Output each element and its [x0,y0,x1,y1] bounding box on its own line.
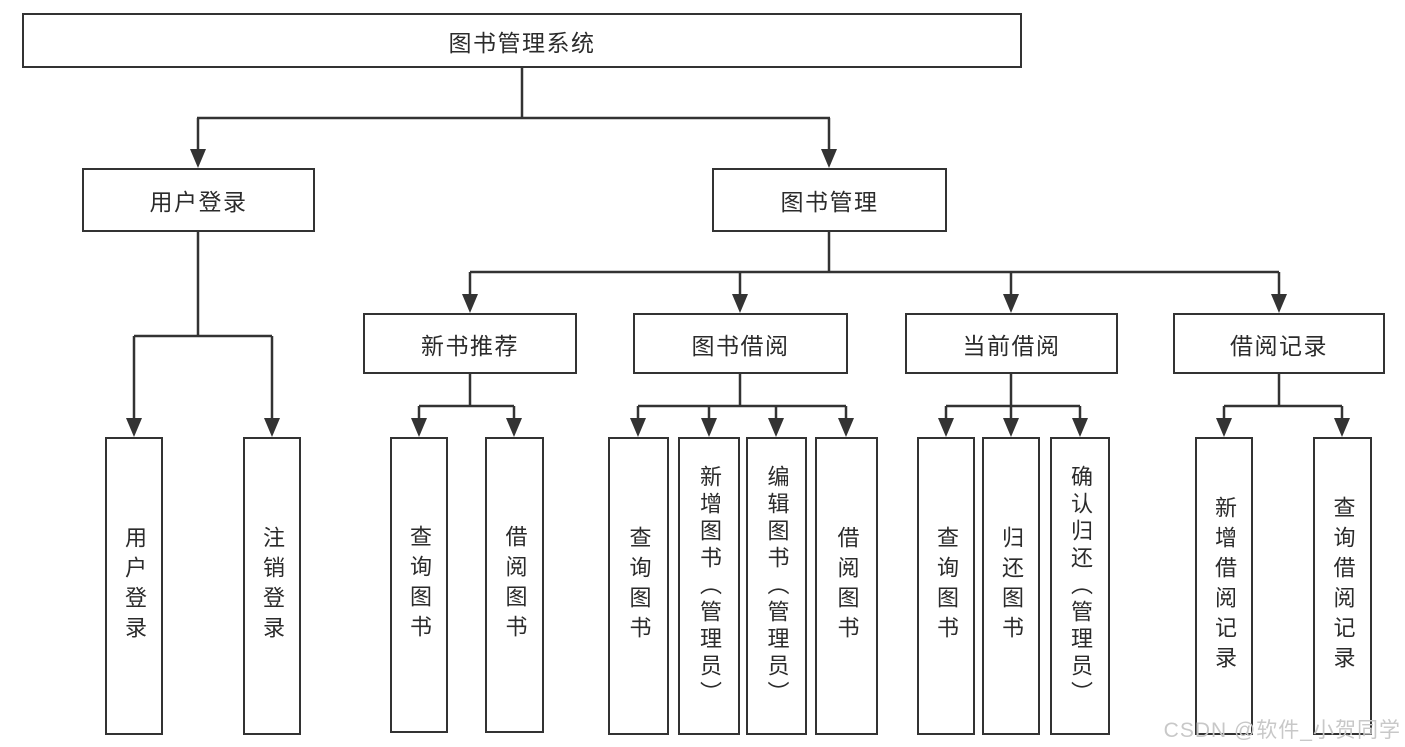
arrowhead [1003,294,1019,313]
arrowhead [190,149,206,168]
node-label: 当前借阅 [962,332,1061,359]
node-label: 图书管理系统 [448,29,596,56]
arrowhead [264,418,280,437]
node-label: 注销登录 [260,526,285,646]
arrowhead [732,294,748,313]
csdn-watermark: CSDN @软件_小贺同学 [1163,719,1401,742]
arrowhead [1334,418,1350,437]
connector-user-login-to-children [126,232,280,437]
node-label: 用户登录 [149,189,248,215]
connector-borrowing-records-to-children [1216,374,1350,437]
arrowhead [838,418,854,437]
leaf-borrow-books-borrowing: 借阅图书 [815,437,878,735]
leaf-return-books: 归还图书 [982,437,1040,735]
node-label: 新书推荐 [421,332,519,359]
node-label: 确认归还（管理员） [1068,464,1093,708]
arrowhead [126,418,142,437]
node-new-book-recommend: 新书推荐 [363,313,577,374]
leaf-query-borrow-record: 查询借阅记录 [1313,437,1372,735]
arrowhead [768,418,784,437]
node-book-borrowing: 图书借阅 [633,313,848,374]
arrowhead [1003,418,1019,437]
node-label: 查询图书 [934,526,959,646]
connector-book-borrowing-to-children [630,374,854,437]
node-label: 图书管理 [780,189,879,215]
arrowhead [1271,294,1287,313]
node-label: 图书借阅 [691,332,790,359]
arrowhead [1216,418,1232,437]
leaf-edit-books-admin: 编辑图书（管理员） [746,437,807,735]
connector-root-to-level2 [190,68,837,168]
arrowhead [1072,418,1088,437]
node-label: 用户登录 [122,526,147,646]
leaf-borrow-books-recommend: 借阅图书 [485,437,544,733]
leaf-add-borrow-record: 新增借阅记录 [1195,437,1253,735]
arrowhead [701,418,717,437]
arrowhead [630,418,646,437]
arrowhead [506,418,522,437]
connector-book-management-to-level3 [462,232,1287,313]
leaf-query-books-borrowing: 查询图书 [608,437,669,735]
arrowhead [411,418,427,437]
node-label: 新增图书（管理员） [697,464,722,708]
leaf-confirm-return-admin: 确认归还（管理员） [1050,437,1110,735]
arrowhead [821,149,837,168]
node-label: 借阅图书 [502,525,528,645]
node-label: 借阅记录 [1230,332,1328,359]
leaf-user-login: 用户登录 [105,437,163,735]
node-borrowing-records: 借阅记录 [1173,313,1385,374]
node-label: 查询图书 [407,525,432,645]
connector-current-borrowing-to-children [938,374,1088,437]
node-label: 新增借阅记录 [1212,496,1237,676]
node-label: 编辑图书（管理员） [764,464,790,708]
node-library-management-system: 图书管理系统 [22,13,1022,68]
leaf-logout: 注销登录 [243,437,301,735]
node-book-management: 图书管理 [712,168,947,232]
leaf-query-books-recommend: 查询图书 [390,437,448,733]
arrowhead [462,294,478,313]
node-label: 借阅图书 [834,526,860,646]
leaf-query-books-current: 查询图书 [917,437,975,735]
connector-new-book-recommend-to-children [411,374,522,437]
node-label: 归还图书 [999,526,1024,646]
leaf-add-books-admin: 新增图书（管理员） [678,437,740,735]
node-current-borrowing: 当前借阅 [905,313,1118,374]
node-user-login: 用户登录 [82,168,315,232]
node-label: 查询图书 [626,526,652,646]
arrowhead [938,418,954,437]
node-label: 查询借阅记录 [1330,496,1356,676]
